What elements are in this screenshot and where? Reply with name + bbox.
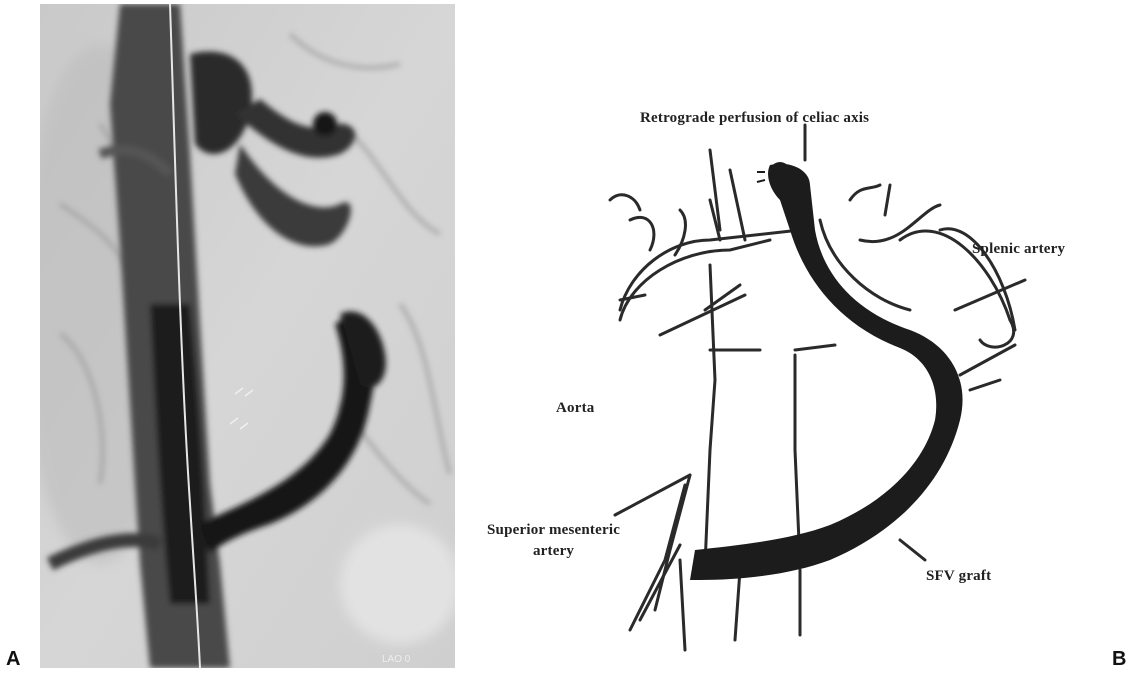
- aorta-left-wall: [710, 265, 715, 450]
- sma-branch-4: [680, 560, 685, 650]
- vessel-diagram: [470, 90, 1130, 670]
- splenic-branch-6: [980, 320, 1014, 347]
- sma-branch-2: [630, 485, 685, 630]
- panel-label-b: B: [1112, 648, 1126, 671]
- label-aorta: Aorta: [556, 400, 595, 417]
- aorta-cross-right: [795, 345, 835, 350]
- label-sfv-graft: SFV graft: [926, 568, 991, 585]
- sma-branch-5: [735, 570, 740, 640]
- sfv-pointer: [900, 540, 925, 560]
- branch-short-4: [610, 195, 640, 210]
- aorta-lower-left: [705, 450, 710, 565]
- splenic-branch-4: [860, 205, 940, 242]
- aorta-pointer: [660, 295, 745, 335]
- splenic-branch-1: [850, 185, 880, 200]
- label-splenic-artery: Splenic artery: [972, 241, 1065, 258]
- branch-short-1: [630, 217, 654, 250]
- angiogram-image: LAO 0: [40, 4, 455, 668]
- label-sma-line1: Superior mesenteric: [487, 520, 620, 541]
- aorta-right-wall: [795, 355, 800, 565]
- angiogram-corner-label: LAO 0: [382, 654, 411, 665]
- label-celiac-axis: Retrograde perfusion of celiac axis: [640, 110, 869, 127]
- splenic-branch-10: [970, 380, 1000, 390]
- sma-branch-1: [655, 475, 690, 610]
- label-superior-mesenteric-artery: Superior mesenteric artery: [487, 520, 620, 562]
- splenic-branch-9: [960, 345, 1015, 375]
- panel-label-a: A: [6, 648, 20, 671]
- sfv-graft-shape: [690, 164, 963, 580]
- branch-short-5: [730, 170, 745, 240]
- splenic-branch-2: [885, 185, 890, 215]
- splenic-branch-8: [955, 280, 1025, 310]
- label-sma-line2: artery: [487, 541, 620, 562]
- sma-branch-3: [640, 545, 680, 620]
- branch-upper-left-2: [620, 240, 770, 320]
